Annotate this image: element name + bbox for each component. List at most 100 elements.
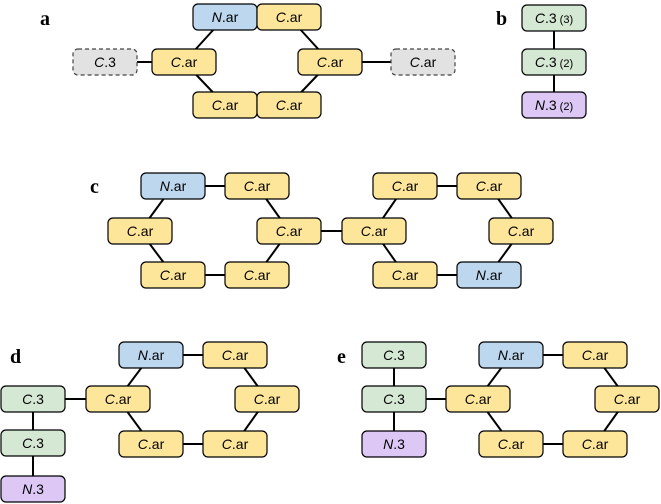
atom-type: .ar bbox=[592, 347, 609, 363]
atom-type: .ar bbox=[286, 97, 303, 113]
panel-e-atom-s3-box bbox=[361, 430, 427, 458]
atom-type: .3 bbox=[545, 54, 557, 70]
panel-d-atom-s3: N.3 bbox=[0, 475, 66, 503]
panel-d-atom-c3-box bbox=[234, 385, 300, 413]
element-symbol: C bbox=[508, 223, 519, 239]
panel-e-atom-c1-box bbox=[562, 341, 628, 369]
element-symbol: C bbox=[94, 54, 105, 70]
atom-type: .ar bbox=[475, 391, 492, 407]
panel-c-atom-b1: C.ar bbox=[372, 172, 438, 200]
element-symbol: N bbox=[535, 97, 546, 113]
atom-type: .ar bbox=[286, 9, 303, 25]
panel-c-atom-b1-text: C.ar bbox=[392, 178, 419, 194]
element-symbol: N bbox=[383, 436, 394, 452]
panel-d-atom-c1-text: C.ar bbox=[222, 347, 249, 363]
panel-e-atom-s3: N.3 bbox=[361, 430, 427, 458]
panel-e-atom-n: N.ar bbox=[478, 341, 544, 369]
panel-d-atom-c4-text: C.ar bbox=[138, 436, 165, 452]
panel-a-atom-n-text: N.ar bbox=[212, 9, 239, 25]
panel-d-atom-n-box bbox=[118, 341, 184, 369]
panel-c-atom-a4: C.ar bbox=[140, 261, 206, 289]
element-symbol: C bbox=[276, 9, 287, 25]
atom-type: .3 bbox=[393, 391, 405, 407]
panel-e-atom-s1: C.3 bbox=[361, 341, 427, 369]
panel-b-atom-n-text: N.3(2) bbox=[535, 97, 573, 113]
panel-e-atom-s1-text: C.3 bbox=[383, 347, 405, 363]
panel-c-atom-b3: C.ar bbox=[456, 172, 522, 200]
element-symbol: N bbox=[160, 178, 171, 194]
panel-e-atom-s2-text: C.3 bbox=[383, 391, 405, 407]
element-symbol: N bbox=[498, 347, 509, 363]
panel-b-atom-n-box bbox=[521, 91, 587, 119]
panel-e-atom-s2: C.3 bbox=[361, 385, 427, 413]
panel-d-atom-s2-box bbox=[0, 429, 66, 457]
atom-type: .ar bbox=[327, 54, 344, 70]
atom-type: .ar bbox=[137, 223, 154, 239]
element-symbol: C bbox=[254, 391, 265, 407]
element-symbol: C bbox=[582, 347, 593, 363]
element-symbol: N bbox=[138, 347, 149, 363]
element-symbol: C bbox=[22, 391, 33, 407]
panel-b-label: b bbox=[496, 8, 507, 30]
atom-type: .3 bbox=[32, 391, 44, 407]
atom-type: .ar bbox=[222, 9, 239, 25]
panel-d-atom-s1-text: C.3 bbox=[22, 391, 44, 407]
atom-type: .3 bbox=[32, 435, 44, 451]
panel-c-label: c bbox=[90, 176, 99, 198]
panel-a-atom-x2: C.ar bbox=[390, 48, 456, 76]
atom-type: .3 bbox=[104, 54, 116, 70]
panel-b-atom-c1-text: C.3(3) bbox=[535, 10, 573, 26]
panel-e-label: e bbox=[337, 346, 346, 368]
element-symbol: C bbox=[535, 54, 546, 70]
panel-d-atom-c2-text: C.ar bbox=[105, 391, 132, 407]
atom-type: .ar bbox=[486, 178, 503, 194]
panel-d-atom-c2: C.ar bbox=[85, 385, 151, 413]
atom-type: .ar bbox=[232, 436, 249, 452]
element-symbol: C bbox=[392, 178, 403, 194]
panel-e-atom-c2-text: C.ar bbox=[465, 391, 492, 407]
element-symbol: C bbox=[614, 391, 625, 407]
panel-e-atom-n-text: N.ar bbox=[498, 347, 525, 363]
panel-c-atom-n2: N.ar bbox=[456, 261, 522, 289]
panel-a-atom-c3: C.ar bbox=[297, 48, 363, 76]
panel-e-atom-c4-box bbox=[478, 430, 544, 458]
panel-d-atom-s3-text: N.3 bbox=[22, 481, 44, 497]
panel-e-atom-s3-text: N.3 bbox=[383, 436, 405, 452]
atom-count: (2) bbox=[560, 101, 573, 113]
panel-d-atom-c3-text: C.ar bbox=[254, 391, 281, 407]
atom-type: .ar bbox=[508, 436, 525, 452]
panel-c-atom-a3: C.ar bbox=[256, 217, 322, 245]
panel-c-atom-a4-text: C.ar bbox=[160, 267, 187, 283]
panel-a-atom-x2-box bbox=[390, 48, 456, 76]
element-symbol: C bbox=[383, 347, 394, 363]
atom-count: (2) bbox=[560, 58, 573, 70]
panel-a-atom-x1-box bbox=[72, 48, 138, 76]
panel-e-atom-c4: C.ar bbox=[478, 430, 544, 458]
panel-d-atom-c4-box bbox=[118, 430, 184, 458]
panel-c-atom-b2-box bbox=[341, 217, 407, 245]
element-symbol: N bbox=[22, 481, 33, 497]
atom-count: (3) bbox=[560, 14, 573, 26]
panel-c-atom-n1-text: N.ar bbox=[160, 178, 187, 194]
atom-type: .ar bbox=[402, 178, 419, 194]
atom-type: .ar bbox=[420, 54, 437, 70]
element-symbol: C bbox=[476, 178, 487, 194]
panel-e-atom-c1-text: C.ar bbox=[582, 347, 609, 363]
element-symbol: C bbox=[127, 223, 138, 239]
bonds-layer bbox=[32, 16, 628, 489]
atom-type: .ar bbox=[508, 347, 525, 363]
element-symbol: C bbox=[105, 391, 116, 407]
element-symbol: C bbox=[465, 391, 476, 407]
panel-a-atom-c5-box bbox=[256, 91, 322, 119]
element-symbol: C bbox=[222, 347, 233, 363]
atom-type: .ar bbox=[254, 178, 271, 194]
panel-c-atom-b4: C.ar bbox=[372, 261, 438, 289]
panel-a-atom-c2-box bbox=[151, 48, 217, 76]
panel-a-atom-x2-text: C.ar bbox=[410, 54, 437, 70]
panel-a-atom-c1-text: C.ar bbox=[276, 9, 303, 25]
panel-c-atom-b3-box bbox=[456, 172, 522, 200]
atom-type: .ar bbox=[286, 223, 303, 239]
panel-c-atom-n2-box bbox=[456, 261, 522, 289]
element-symbol: N bbox=[476, 267, 487, 283]
